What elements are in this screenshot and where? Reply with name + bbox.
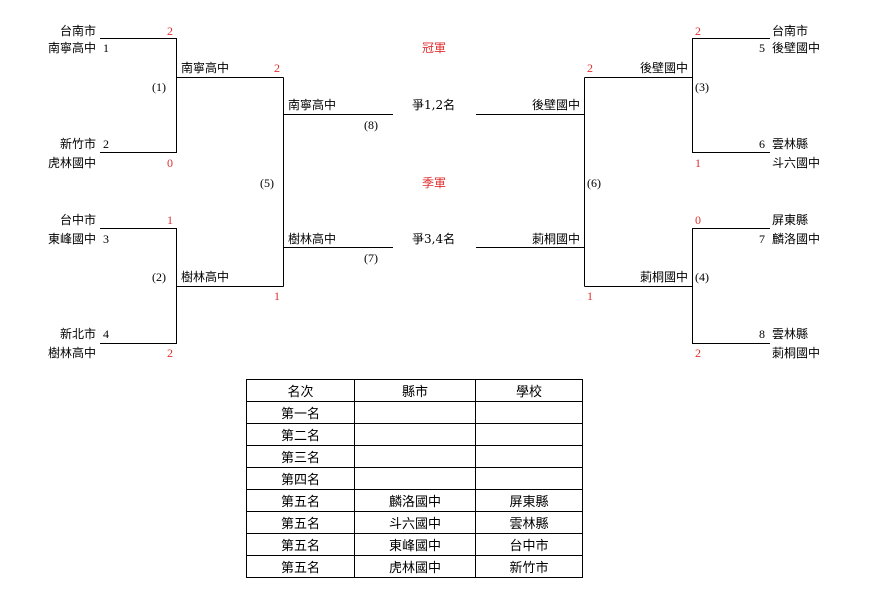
school-cell	[475, 467, 583, 490]
match1-label: (1)	[152, 80, 166, 94]
rank-cell: 第二名	[246, 423, 355, 446]
school-cell	[475, 445, 583, 468]
seed6-school: 斗六國中	[772, 156, 821, 170]
seed8-number: 8	[759, 327, 765, 341]
rank-cell: 第五名	[246, 489, 355, 512]
seed6-city: 雲林縣	[772, 137, 809, 151]
seed1-number: 1	[103, 41, 109, 55]
seed4-score: 2	[167, 346, 173, 360]
match4-winner: 莿桐國中	[639, 270, 688, 284]
seed3-score: 1	[167, 213, 173, 227]
match1-winner: 南寧高中	[181, 61, 230, 75]
school-cell: 台中市	[475, 533, 583, 556]
match2-label: (2)	[152, 270, 166, 284]
table-row: 第四名	[246, 467, 583, 490]
match5-label: (5)	[260, 176, 274, 190]
seed1-school: 南寧高中	[47, 41, 96, 55]
city-cell: 斗六國中	[354, 511, 476, 534]
table-row: 第五名 麟洛國中 屏東縣	[246, 489, 583, 512]
table-row: 第二名	[246, 423, 583, 446]
seed2-number: 2	[103, 137, 109, 151]
seed3-city: 台中市	[59, 213, 96, 227]
third-place-text: 爭3,4名	[412, 232, 456, 246]
match5-bottom-team: 樹林高中	[288, 232, 337, 246]
match6-top-team: 後壁國中	[531, 98, 580, 112]
city-cell: 東峰國中	[354, 533, 476, 556]
match7-label: (7)	[364, 251, 378, 265]
left-qf2-bracket	[100, 228, 177, 344]
seed5-city: 台南市	[772, 24, 809, 38]
seed4-school: 樹林高中	[47, 346, 96, 360]
seed6-score: 1	[695, 156, 701, 170]
city-cell	[354, 467, 476, 490]
seed3-school: 東峰國中	[47, 232, 96, 246]
match3-winner-score: 2	[587, 61, 593, 75]
left-qf1-bracket	[100, 38, 177, 153]
city-cell	[354, 401, 476, 424]
match4-label: (4)	[695, 270, 709, 284]
header-rank: 名次	[246, 379, 355, 402]
match3-winner: 後壁國中	[639, 61, 688, 75]
school-cell: 新竹市	[475, 555, 583, 578]
third-place-title: 季軍	[422, 176, 447, 190]
header-school: 學校	[475, 379, 583, 402]
match2-winner: 樹林高中	[181, 270, 230, 284]
school-cell	[475, 401, 583, 424]
school-cell: 屏東縣	[475, 489, 583, 512]
final-text: 爭1,2名	[412, 98, 456, 112]
seed7-number: 7	[759, 232, 765, 246]
match5-top-team: 南寧高中	[288, 98, 337, 112]
match6-label: (6)	[587, 176, 601, 190]
seed8-school: 莿桐國中	[772, 346, 821, 360]
table-row: 第五名 斗六國中 雲林縣	[246, 511, 583, 534]
rank-cell: 第五名	[246, 533, 355, 556]
header-city: 縣市	[354, 379, 476, 402]
school-cell	[475, 423, 583, 446]
champion-title: 冠軍	[422, 41, 447, 55]
seed8-score: 2	[695, 346, 701, 360]
seed6-number: 6	[759, 137, 765, 151]
city-cell	[354, 445, 476, 468]
city-cell: 麟洛國中	[354, 489, 476, 512]
seed2-school: 虎林國中	[47, 156, 96, 170]
seed5-score: 2	[695, 24, 701, 38]
match6-bottom-team: 莿桐國中	[531, 232, 580, 246]
rank-cell: 第四名	[246, 467, 355, 490]
rank-cell: 第五名	[246, 555, 355, 578]
rank-cell: 第三名	[246, 445, 355, 468]
match4-winner-score: 1	[587, 289, 593, 303]
seed4-number: 4	[103, 327, 109, 341]
table-row: 第一名	[246, 401, 583, 424]
right-qf3-bracket	[692, 38, 770, 153]
table-row: 第五名 虎林國中 新竹市	[246, 555, 583, 578]
match2-winner-score: 1	[274, 289, 280, 303]
seed2-city: 新竹市	[59, 137, 96, 151]
seed4-city: 新北市	[59, 327, 96, 341]
seed5-number: 5	[759, 41, 765, 55]
seed7-school: 麟洛國中	[772, 232, 821, 246]
rank-cell: 第五名	[246, 511, 355, 534]
seed2-score: 0	[167, 156, 173, 170]
city-cell	[354, 423, 476, 446]
ranking-header-row: 名次 縣市 學校	[246, 379, 583, 402]
table-row: 第五名 東峰國中 台中市	[246, 533, 583, 556]
match8-label: (8)	[364, 118, 378, 132]
rank-cell: 第一名	[246, 401, 355, 424]
seed7-city: 屏東縣	[772, 213, 809, 227]
match1-winner-score: 2	[274, 61, 280, 75]
seed5-school: 後壁國中	[772, 41, 821, 55]
ranking-table: 名次 縣市 學校 第一名 第二名 第三名 第四名 第五名 麟洛國中 屏東縣 第五…	[246, 379, 583, 578]
seed8-city: 雲林縣	[772, 327, 809, 341]
seed1-score: 2	[167, 24, 173, 38]
table-row: 第三名	[246, 445, 583, 468]
seed1-city: 台南市	[59, 24, 96, 38]
city-cell: 虎林國中	[354, 555, 476, 578]
seed7-score: 0	[695, 213, 701, 227]
seed3-number: 3	[103, 232, 109, 246]
school-cell: 雲林縣	[475, 511, 583, 534]
match3-label: (3)	[695, 80, 709, 94]
